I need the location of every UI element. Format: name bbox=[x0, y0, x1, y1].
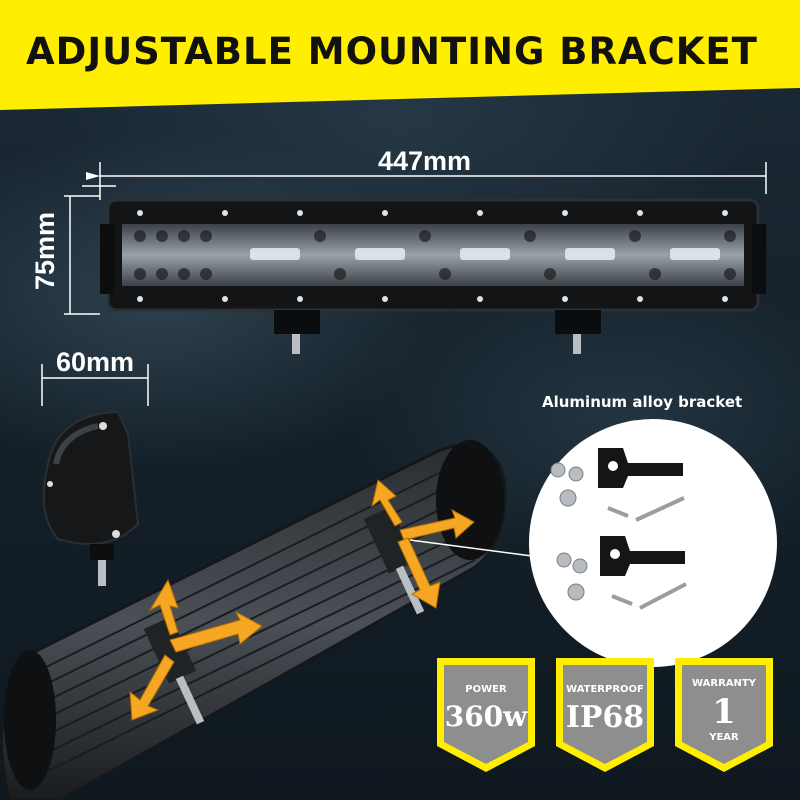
warranty-unit: YEAR bbox=[709, 732, 739, 743]
title-banner bbox=[0, 0, 800, 110]
light-bar-side-view bbox=[42, 410, 140, 586]
power-badge: POWER 360w bbox=[433, 654, 539, 776]
depth-label: 60mm bbox=[56, 347, 135, 377]
warranty-badge: WARRANTY 1 YEAR bbox=[671, 654, 777, 776]
waterproof-label: WATERPROOF bbox=[566, 684, 644, 695]
bracket-parts-circle bbox=[529, 419, 777, 667]
shield-badge-icon bbox=[675, 658, 773, 772]
shield-badge-icon bbox=[556, 658, 654, 772]
light-bar-front-view bbox=[100, 198, 766, 354]
warranty-value: 1 bbox=[712, 692, 736, 732]
warranty-label: WARRANTY bbox=[692, 678, 756, 689]
length-label: 447mm bbox=[378, 146, 472, 176]
shield-badge-icon bbox=[437, 658, 535, 772]
bracket-icon bbox=[598, 448, 685, 576]
power-label: POWER bbox=[465, 684, 507, 695]
power-value: 360w bbox=[444, 700, 528, 733]
waterproof-value: IP68 bbox=[565, 700, 645, 735]
light-bar-perspective-view bbox=[0, 440, 507, 800]
bracket-label: Aluminum alloy bracket bbox=[542, 393, 743, 411]
banner-title: ADJUSTABLE MOUNTING BRACKET bbox=[26, 30, 758, 73]
waterproof-badge: WATERPROOF IP68 bbox=[552, 654, 658, 776]
